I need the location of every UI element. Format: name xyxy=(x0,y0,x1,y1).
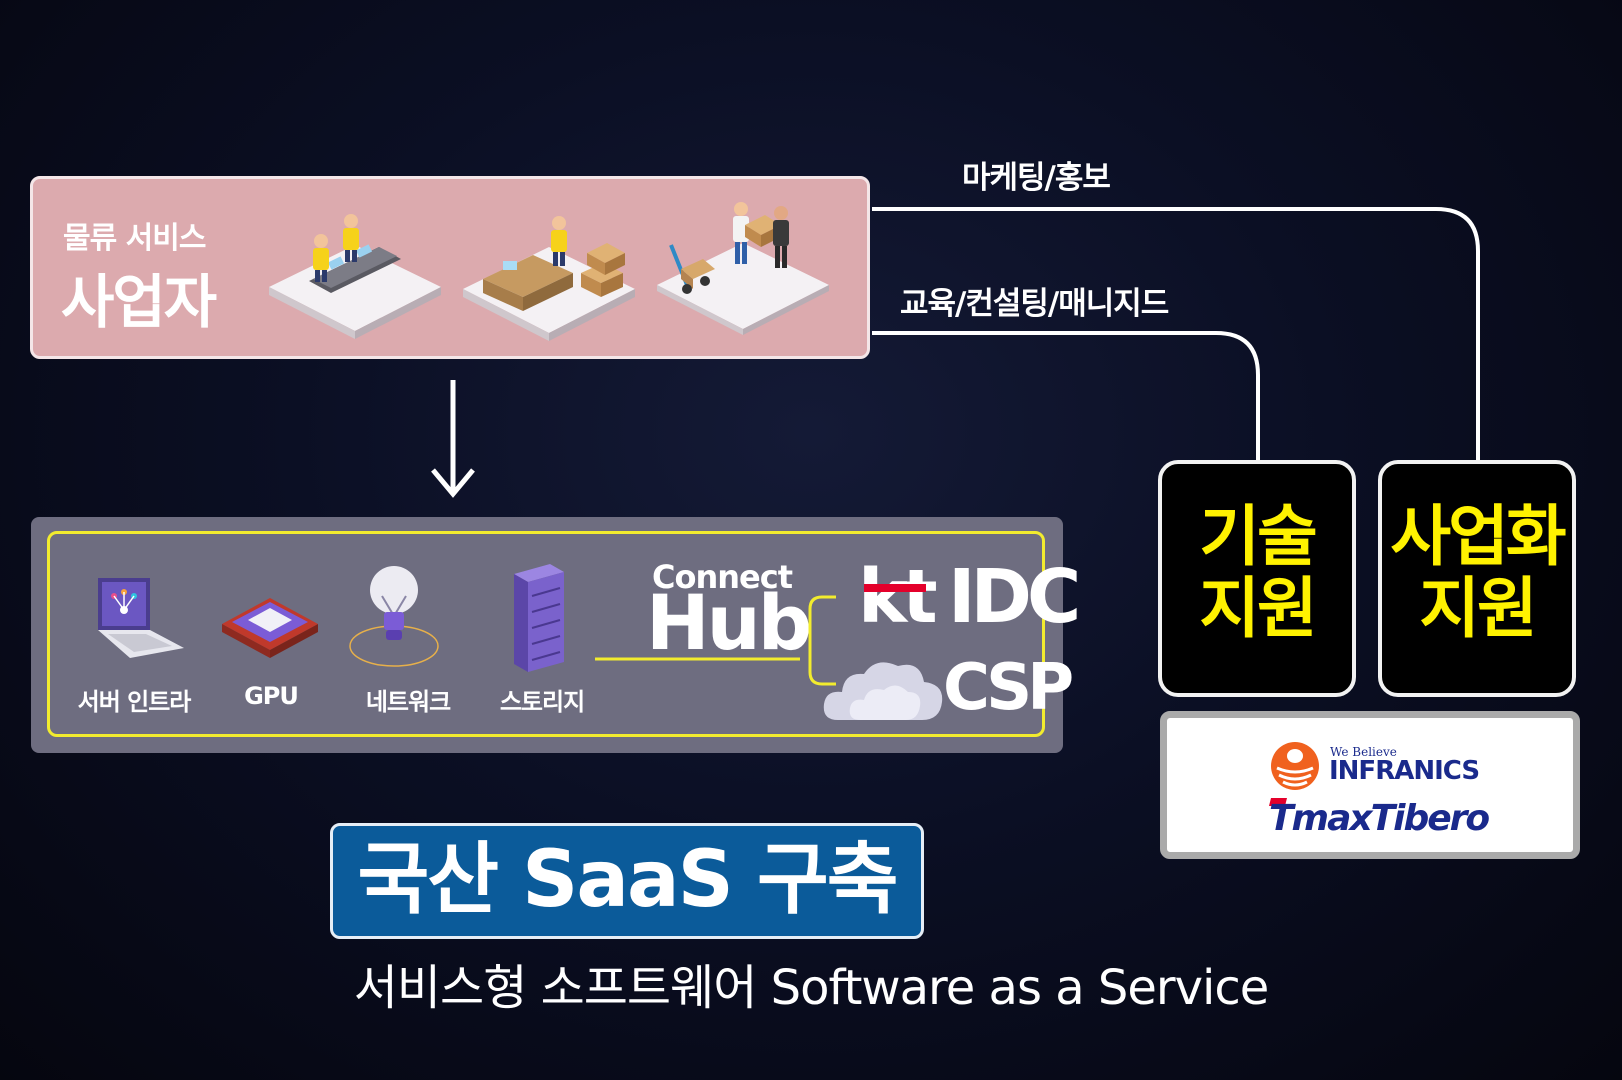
gpu-chip-icon xyxy=(222,598,318,658)
network-label: 네트워크 xyxy=(365,688,451,716)
delivery-illustration xyxy=(657,202,829,335)
lightbulb-icon xyxy=(349,566,439,667)
tmax-red-mark xyxy=(1269,798,1287,806)
saas-title: 국산 SaaS 구축 xyxy=(357,835,899,925)
laptop-icon xyxy=(98,578,184,658)
down-arrow xyxy=(431,380,475,498)
business-support-line2: 지원 xyxy=(1419,570,1537,647)
csp-text: CSP xyxy=(943,651,1074,725)
partner-logos-box: We Believe INFRANICS TmaxTibero xyxy=(1160,711,1580,859)
logistics-provider-title: 사업자 xyxy=(61,268,217,336)
conveyor-workers-illustration xyxy=(269,214,441,339)
saas-title-badge: 국산 SaaS 구축 xyxy=(330,823,924,939)
education-connector xyxy=(872,331,1260,460)
logistics-provider-subtitle: 물류 서비스 xyxy=(63,221,206,256)
infranics-logo-icon xyxy=(1271,742,1319,790)
business-support-line1: 사업화 xyxy=(1390,498,1566,575)
marketing-connector xyxy=(872,207,1480,460)
gpu-label: GPU xyxy=(244,682,299,710)
business-support-box: 사업화 지원 xyxy=(1378,460,1576,697)
connect-hub-hub-text: Hub xyxy=(646,578,812,667)
tech-support-line2: 지원 xyxy=(1199,570,1317,647)
infranics-tagline: We Believe xyxy=(1330,745,1397,759)
storage-label: 스토리지 xyxy=(499,688,585,716)
server-rack-icon xyxy=(514,564,564,672)
tmax-tibero-logo-text: TmaxTibero xyxy=(1269,798,1490,839)
infranics-logo-text: INFRANICS xyxy=(1329,756,1480,786)
tech-support-box: 기술 지원 xyxy=(1158,460,1356,697)
tech-support-line1: 기술 xyxy=(1199,498,1317,575)
logistics-provider-box: 물류 서비스 사업자 xyxy=(30,176,870,359)
server-infra-label: 서버 인트라 xyxy=(77,688,192,716)
infrastructure-panel-border: 서버 인트라 GPU 네트워크 스토리지 Connect Hub kt IDC … xyxy=(47,531,1081,737)
packing-illustration xyxy=(463,216,635,341)
kt-logo-text: kt xyxy=(858,554,938,640)
education-label: 교육/컨설팅/매니지드 xyxy=(900,286,1169,322)
cloud-icon xyxy=(823,662,943,720)
infrastructure-panel: 서버 인트라 GPU 네트워크 스토리지 Connect Hub kt IDC … xyxy=(31,517,1081,753)
marketing-label: 마케팅/홍보 xyxy=(962,160,1111,196)
idc-text: IDC xyxy=(948,554,1081,640)
hub-bracket-lines xyxy=(595,595,836,686)
connect-hub-connect-text: Connect xyxy=(652,558,793,596)
saas-subtitle: 서비스형 소프트웨어 Software as a Service xyxy=(353,960,1270,1016)
kt-red-bar xyxy=(864,584,926,592)
